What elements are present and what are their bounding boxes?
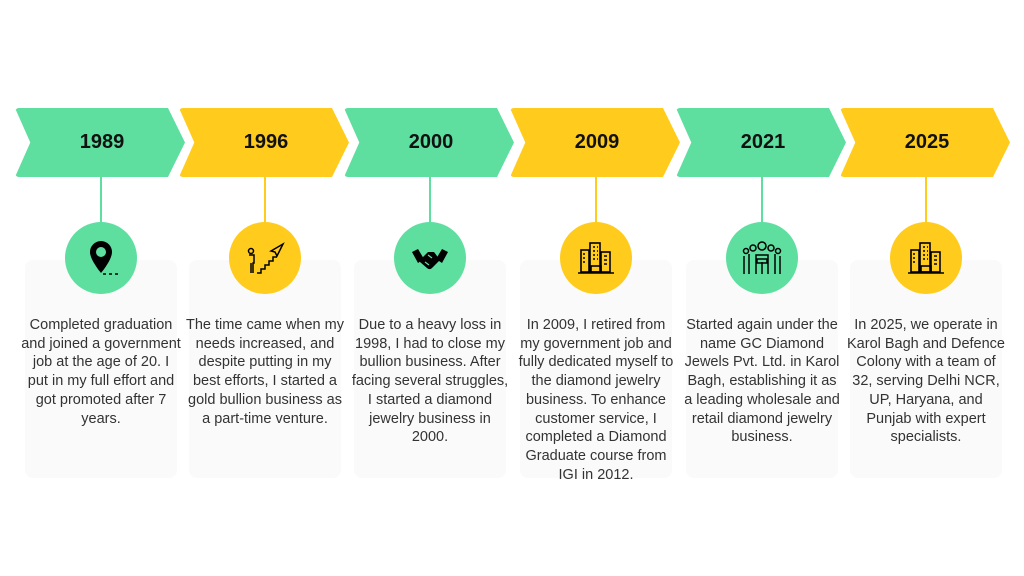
connector-line [264,177,266,225]
map-pin-icon [65,222,137,294]
milestone-card [850,260,1002,478]
milestone-card [686,260,838,478]
year-label: 1996 [243,131,289,153]
buildings-icon [560,222,632,294]
milestone-card [25,260,177,478]
milestone-text: In 2025, we operate in Karol Bagh and De… [847,317,1005,446]
connector-line [761,177,763,225]
year-label: 2000 [408,131,454,153]
connector-line [595,177,597,225]
milestone-text: Due to a heavy loss in 1998, I had to cl… [351,317,509,446]
team-icon [726,222,798,294]
year-chevron: 1996 [179,108,349,177]
handshake-icon [394,222,466,294]
buildings-icon [890,222,962,294]
connector-line [100,177,102,225]
milestone-text: In 2009, I retired from my government jo… [518,317,674,483]
milestone-text: Started again under the name GC Diamond … [684,317,840,446]
year-chevron: 2025 [840,108,1010,177]
milestone-text: Completed graduation and joined a govern… [21,317,181,427]
year-label: 2021 [740,131,786,153]
milestone-card [354,260,506,478]
year-label: 1989 [79,131,125,153]
milestone-card [520,260,672,478]
connector-line [925,177,927,225]
milestone-text: The time came when my needs increased, a… [186,317,344,427]
connector-line [429,177,431,225]
year-chevron: 1989 [15,108,185,177]
year-chevron: 2009 [510,108,680,177]
year-label: 2009 [574,131,620,153]
stairs-climb-icon [229,222,301,294]
year-label: 2025 [904,131,950,153]
milestone-card [189,260,341,478]
year-chevron: 2021 [676,108,846,177]
year-chevron: 2000 [344,108,514,177]
